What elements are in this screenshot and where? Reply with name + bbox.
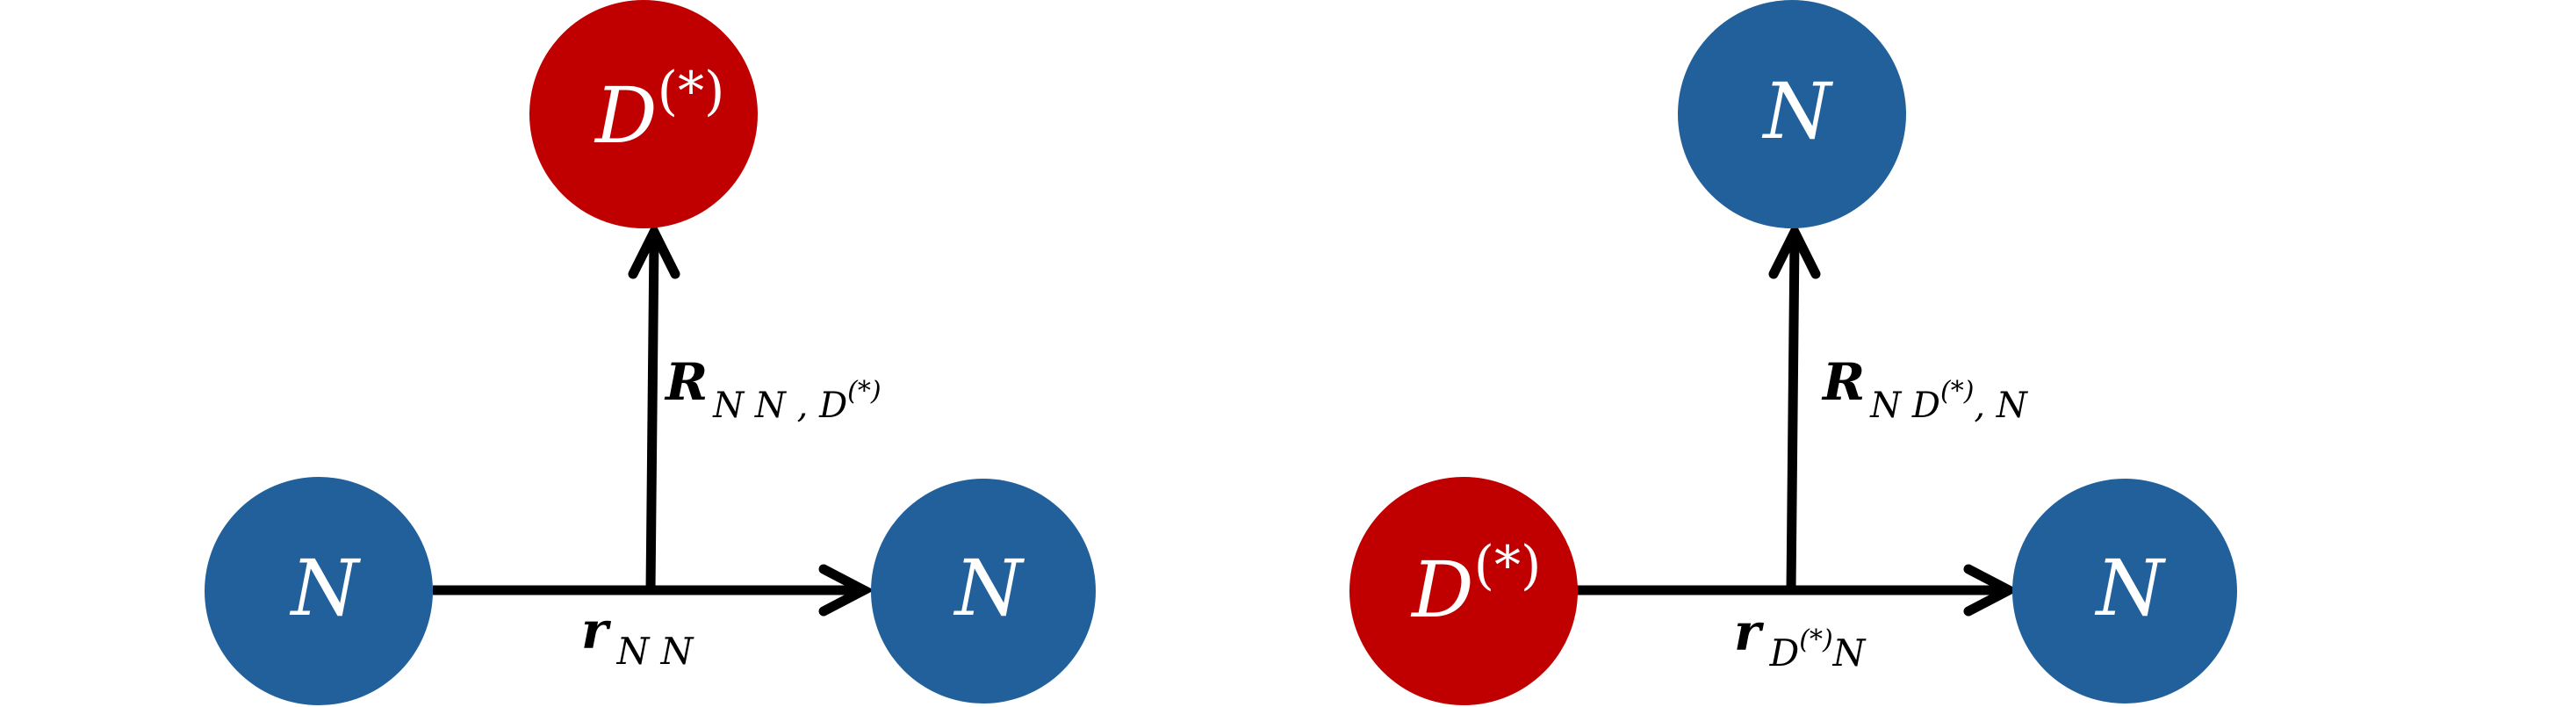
meson-node-bottom-left (1349, 477, 1578, 705)
meson-node-top (529, 0, 758, 228)
vector-R-nnd-arrowhead (628, 220, 680, 279)
meson-node-top-label: D(*) (594, 61, 724, 161)
nucleon-node-bottom-right (2012, 479, 2237, 703)
vector-r-dn-arrowhead (1963, 564, 2019, 617)
nucleon-node-bottom-left (205, 477, 433, 705)
nucleon-node-bottom-right-label: N (2095, 543, 2167, 633)
nucleon-node-top-label: N (1762, 66, 1834, 156)
vector-r-nn-arrowhead (818, 564, 874, 617)
meson-node-bottom-left-label: D(*) (1410, 535, 1541, 635)
nucleon-node-top (1678, 0, 1906, 228)
vector-R-nnd-shaft (645, 238, 659, 591)
nucleon-node-bottom-right-label: N (953, 543, 1025, 633)
nucleon-node-bottom-right (871, 479, 1096, 703)
nucleon-node-bottom-left-label: N (290, 543, 362, 633)
vector-R-ndn-shaft (1786, 238, 1800, 591)
vector-R-ndn-arrowhead (1768, 220, 1821, 279)
